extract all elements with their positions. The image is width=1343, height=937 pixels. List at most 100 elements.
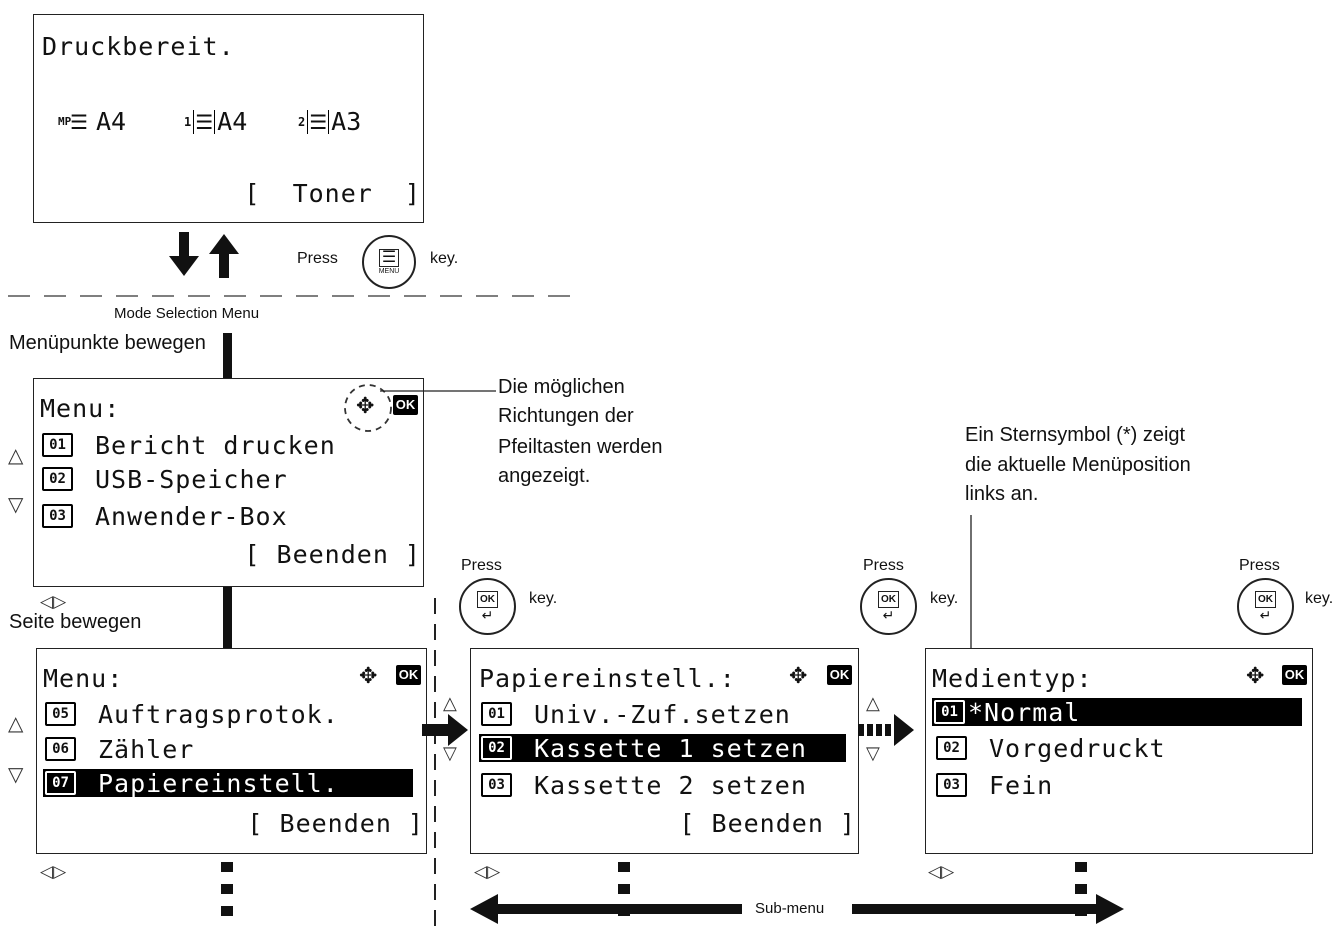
item-label: Fein — [989, 770, 1054, 800]
star-note-line2: die aktuelle Menüposition — [965, 454, 1191, 476]
exit-softkey[interactable]: [ Beenden ] — [244, 540, 421, 569]
screen-title: Papiereinstell.: — [479, 664, 736, 693]
return-icon: ↵ — [1259, 607, 1272, 623]
item-label: Anwender-Box — [95, 501, 288, 531]
item-number: 01 — [934, 700, 965, 724]
menu-key-text: MENU — [378, 268, 400, 275]
dotted-continuation — [221, 862, 233, 916]
item-number: 02 — [936, 736, 967, 760]
key-label-menu: key. — [430, 250, 459, 267]
item-number: 03 — [936, 773, 967, 797]
mode-separator — [8, 295, 576, 297]
tray-1-number: 1 — [184, 114, 192, 129]
item-number: 06 — [45, 737, 76, 761]
press-label-ok: Press — [461, 557, 502, 574]
dotted-right-arrow-icon — [858, 714, 914, 746]
item-label: Papiereinstell. — [98, 768, 339, 798]
down-triangle-icon: ▽ — [443, 743, 457, 763]
exit-softkey[interactable]: [ Beenden ] — [247, 809, 424, 838]
ok-key-text: OK — [477, 591, 498, 608]
ok-key[interactable]: OK ↵ — [860, 578, 917, 635]
item-label: *Normal — [968, 697, 1081, 727]
up-triangle-icon: △ — [8, 445, 24, 467]
star-note-line3: links an. — [965, 483, 1039, 505]
four-way-arrow-icon: ✥ — [1246, 663, 1265, 688]
press-label-ok: Press — [863, 557, 904, 574]
left-right-triangle-icon: ◁▷ — [928, 862, 955, 881]
ok-key[interactable]: OK ↵ — [459, 578, 516, 635]
item-number: 03 — [42, 504, 73, 528]
ok-badge: OK — [393, 395, 418, 415]
menu-item[interactable]: 03 Anwender-Box — [42, 501, 288, 531]
tray-1: 1 ☰ A4 — [184, 107, 247, 136]
arrow-note-line2: Richtungen der — [498, 405, 634, 427]
menu-item[interactable]: 02 Vorgedruckt — [936, 733, 1166, 763]
menu-item[interactable]: 01 Bericht drucken — [42, 430, 336, 460]
tray-mp-size: A4 — [95, 107, 127, 136]
ok-key[interactable]: OK ↵ — [1237, 578, 1294, 635]
menu-title: Menu: — [43, 664, 124, 693]
item-number: 01 — [42, 433, 73, 457]
arrow-note-line3: Pfeiltasten werden — [498, 436, 663, 458]
item-label: USB-Speicher — [95, 464, 288, 494]
paper-stack-icon: ☰ — [307, 109, 330, 134]
press-label-menu: Press — [297, 250, 338, 267]
tray-mp-icon: MP — [58, 115, 72, 128]
menu-item[interactable]: 03 Fein — [936, 770, 1054, 800]
down-triangle-icon: ▽ — [8, 494, 24, 516]
down-triangle-icon: ▽ — [8, 764, 24, 786]
ok-key-text: OK — [1255, 591, 1276, 608]
item-number: 05 — [45, 702, 76, 726]
tray-2-number: 2 — [298, 114, 306, 129]
paper-settings-screen: Papiereinstell.: ✥ OK 01 Univ.-Zuf.setzen… — [470, 648, 859, 854]
paper-stack-icon: ☰ — [70, 109, 88, 134]
menu-item[interactable]: 01 Univ.-Zuf.setzen — [481, 699, 791, 729]
ready-screen: Druckbereit. MP ☰ A4 1 ☰ A4 2 ☰ A3 [ Ton… — [33, 14, 424, 223]
item-label: Kassette 2 setzen — [534, 770, 807, 800]
item-number: 03 — [481, 773, 512, 797]
paper-stack-icon: ☰ — [193, 109, 216, 134]
return-icon: ↵ — [481, 607, 494, 623]
submenu-double-arrow-icon — [470, 894, 1124, 924]
exit-softkey[interactable]: [ Beenden ] — [679, 809, 856, 838]
item-number: 02 — [481, 736, 512, 760]
item-number: 01 — [481, 702, 512, 726]
toner-softkey[interactable]: [ Toner ] — [244, 179, 421, 208]
ok-badge: OK — [1282, 665, 1307, 685]
tray-mp: MP ☰ A4 — [58, 107, 126, 136]
left-right-triangle-icon: ◁▷ — [40, 862, 67, 881]
menu-key[interactable]: ☰ MENU — [362, 235, 416, 289]
callout-line — [380, 390, 496, 392]
item-label: Univ.-Zuf.setzen — [534, 699, 791, 729]
four-way-arrow-icon: ✥ — [356, 393, 375, 418]
menu-item[interactable]: 03 Kassette 2 setzen — [481, 770, 807, 800]
up-triangle-icon: △ — [8, 713, 24, 735]
connector-bar — [223, 333, 232, 379]
arrow-note-line1: Die möglichen — [498, 376, 625, 398]
item-label: Vorgedruckt — [989, 733, 1166, 763]
key-label-ok: key. — [930, 590, 959, 607]
menu-item-selected[interactable]: 01*Normal — [932, 697, 1302, 727]
left-right-triangle-icon: ◁▷ — [474, 862, 501, 881]
dashed-circle-highlight — [344, 384, 392, 432]
four-way-arrow-icon: ✥ — [359, 663, 378, 688]
ok-key-text: OK — [878, 591, 899, 608]
item-label: Bericht drucken — [95, 430, 336, 460]
ready-title: Druckbereit. — [42, 32, 235, 61]
up-triangle-icon: △ — [866, 693, 880, 713]
right-arrow-icon — [422, 714, 468, 746]
four-way-arrow-icon: ✥ — [789, 663, 808, 688]
ok-badge: OK — [827, 665, 852, 685]
submenu-label: Sub-menu — [755, 900, 825, 917]
menu-title: Menu: — [40, 394, 121, 423]
connector-bar — [223, 586, 232, 648]
key-label-ok: key. — [1305, 590, 1334, 607]
left-right-triangle-icon: ◁▷ — [40, 592, 67, 611]
